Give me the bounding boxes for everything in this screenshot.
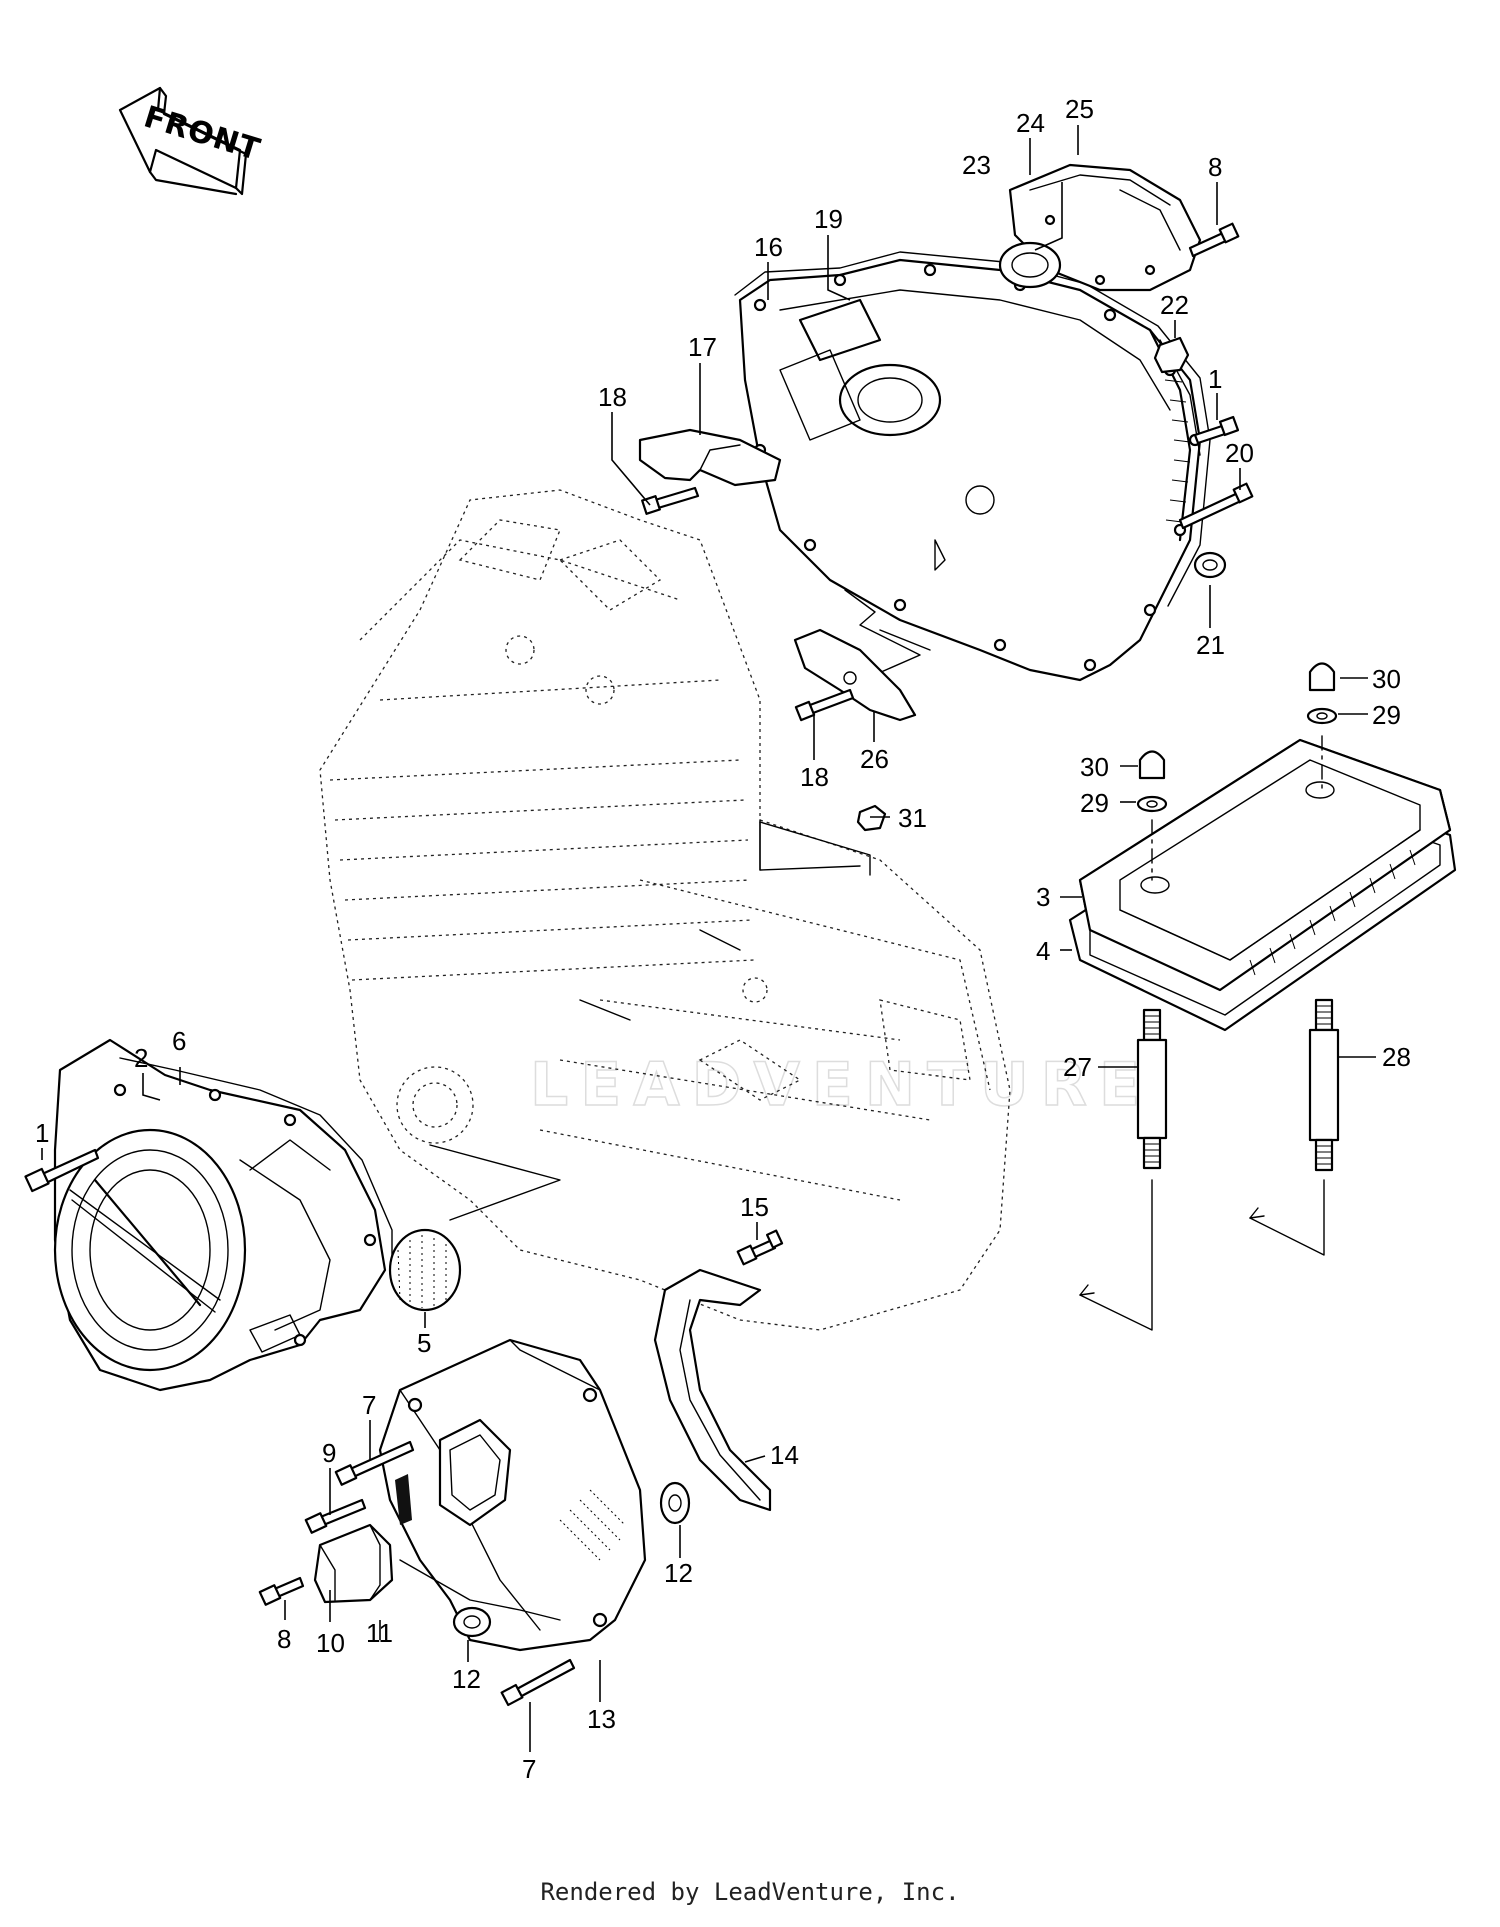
washer-29-upper: [1306, 707, 1338, 725]
washer-12-right: [659, 1481, 691, 1525]
stud-28: [1308, 998, 1340, 1172]
alternator-cover: [53, 1038, 387, 1392]
chain-guide-26: [793, 628, 917, 722]
acorn-nut-30-upper: [1308, 662, 1336, 692]
top-cover-3-front: [1078, 738, 1452, 992]
front-arrow-icon: FRONT: [118, 86, 265, 196]
callout-7-upper: 7: [362, 1390, 376, 1420]
inspection-plug-10-11: [313, 1523, 394, 1604]
callout-27: 27: [1063, 1052, 1092, 1082]
cap-5: [388, 1228, 462, 1312]
callout-15: 15: [740, 1192, 769, 1222]
callout-25: 25: [1065, 94, 1094, 124]
alternator-cover-gasket: [119, 1057, 393, 1281]
chain-tensioner-plate-17: [638, 428, 782, 487]
bolt-8-left: [258, 1576, 305, 1606]
bolt-1-left: [24, 1148, 100, 1193]
callout-5: 5: [417, 1328, 431, 1358]
callout-23: 23: [962, 150, 991, 180]
gasket-11: [399, 1559, 561, 1621]
callout-8-left: 8: [277, 1624, 291, 1654]
bolt-9: [304, 1498, 367, 1534]
callout-20: 20: [1225, 438, 1254, 468]
callout-8-right: 8: [1208, 152, 1222, 182]
bolt-18-upper: [641, 486, 700, 515]
callout-21: 21: [1196, 630, 1225, 660]
callout-31: 31: [898, 803, 927, 833]
callout-13: 13: [587, 1704, 616, 1734]
nut-31: [856, 804, 887, 832]
seal-21: [1193, 551, 1227, 579]
callout-labels: 1 2 6 5 7 9 8 10 11 12 12 7 13 14 15 1 8…: [35, 94, 1411, 1784]
washer-29-lower: [1136, 795, 1168, 813]
callout-30-lower: 30: [1080, 752, 1109, 782]
clutch-cover: [738, 258, 1202, 682]
callout-11: 11: [366, 1618, 393, 1648]
bolt-20: [1178, 482, 1254, 530]
bolt-15: [736, 1229, 784, 1266]
stud-27: [1136, 1008, 1168, 1170]
callout-10: 10: [316, 1628, 345, 1658]
leader-lines: [41, 125, 1376, 1752]
callout-18-upper: 18: [598, 382, 627, 412]
callout-29-upper: 29: [1372, 700, 1401, 730]
watermark: LEADVENTURE: [530, 1050, 1152, 1120]
callout-9: 9: [322, 1438, 336, 1468]
bolt-18-lower: [794, 688, 855, 722]
callout-22: 22: [1160, 290, 1189, 320]
bolt-1-right: [1193, 415, 1240, 445]
part-22: [1153, 336, 1190, 374]
callout-18-lower: 18: [800, 762, 829, 792]
sprocket-cover: [378, 1338, 647, 1652]
callout-1-right: 1: [1208, 364, 1222, 394]
bolt-8-right: [1188, 222, 1240, 258]
callout-2: 2: [134, 1043, 148, 1073]
callout-17: 17: [688, 332, 717, 362]
credit-footer: Rendered by LeadVenture, Inc.: [540, 1878, 960, 1906]
bolt-7-upper: [334, 1440, 415, 1486]
mount-lines: [1079, 735, 1325, 1331]
callout-1-left: 1: [35, 1118, 49, 1148]
callout-29-lower: 29: [1080, 788, 1109, 818]
callout-7-lower: 7: [522, 1754, 536, 1784]
callout-14: 14: [770, 1440, 799, 1470]
washer-12-lower: [452, 1606, 492, 1638]
bolt-7-lower: [500, 1658, 576, 1707]
callout-3: 3: [1036, 882, 1050, 912]
callout-12-lower: 12: [452, 1664, 481, 1694]
callout-24: 24: [1016, 108, 1045, 138]
acorn-nut-30-lower: [1138, 750, 1166, 780]
callout-16: 16: [754, 232, 783, 262]
reference-lines: [429, 589, 931, 1221]
callout-19: 19: [814, 204, 843, 234]
callout-6: 6: [172, 1026, 186, 1056]
cover-23-24-25: [998, 163, 1202, 292]
callout-28: 28: [1382, 1042, 1411, 1072]
callout-30-upper: 30: [1372, 664, 1401, 694]
callout-26: 26: [860, 744, 889, 774]
engine-block-outline: [319, 489, 1011, 1331]
callout-12-right: 12: [664, 1558, 693, 1588]
chain-guide-14: [653, 1268, 772, 1512]
callout-4: 4: [1036, 936, 1050, 966]
